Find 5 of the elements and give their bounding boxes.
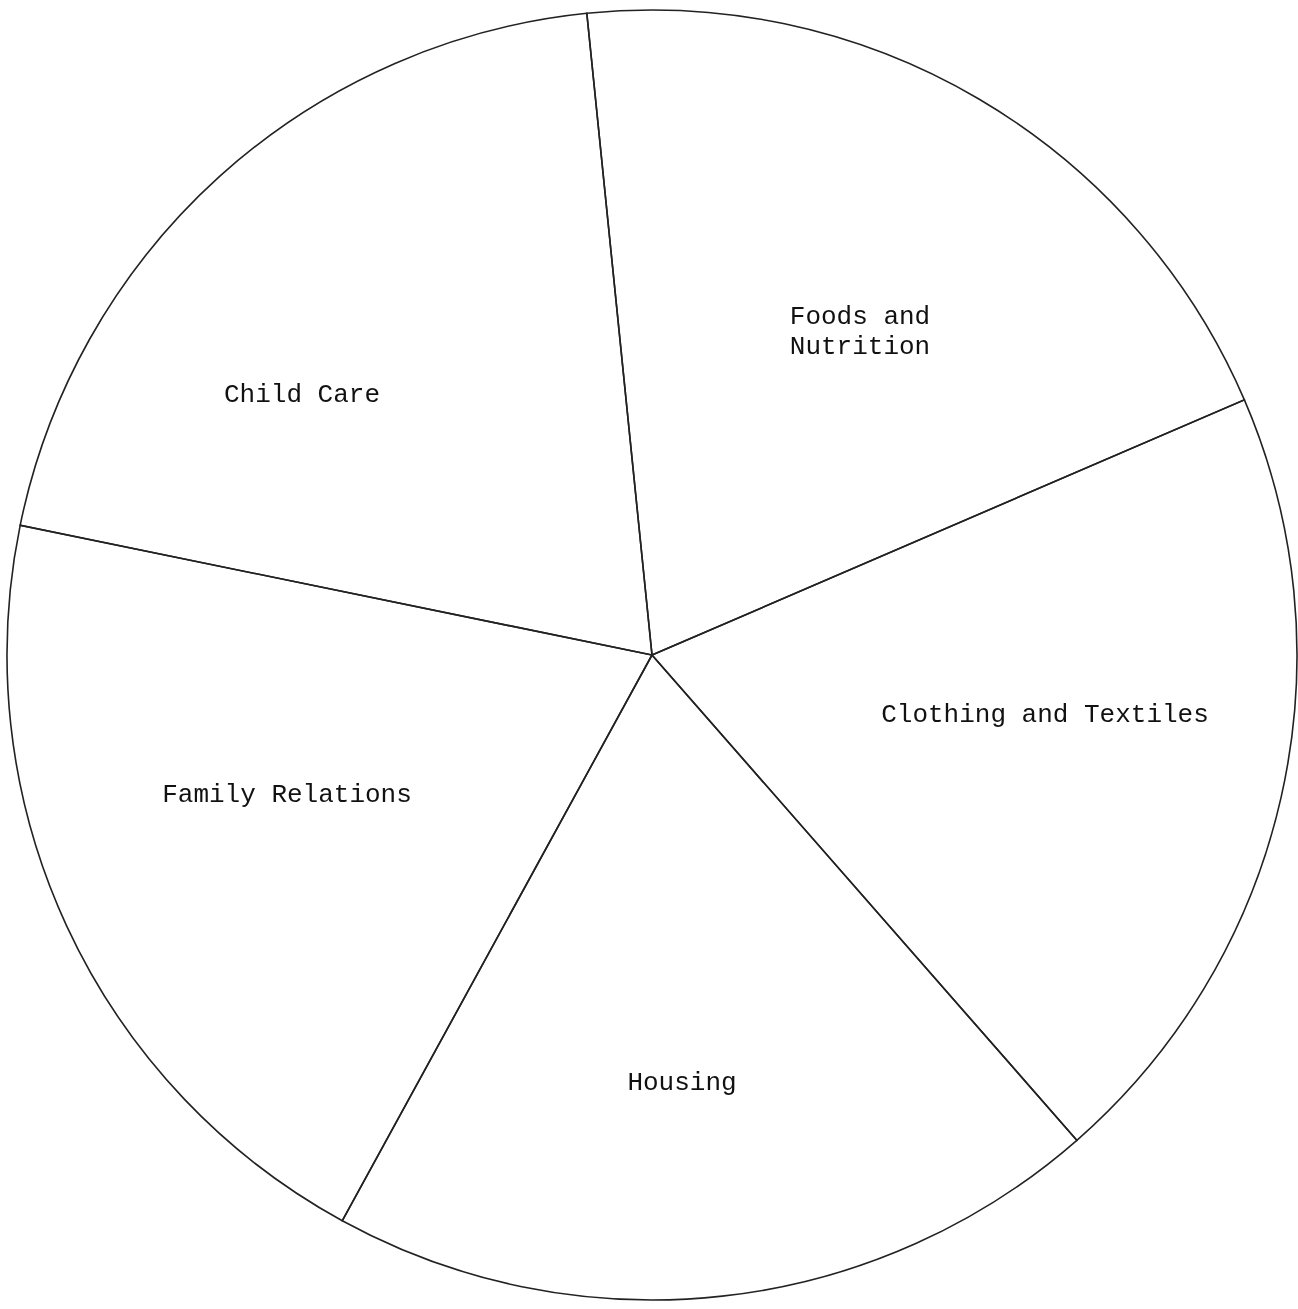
slice-label: Family Relations [162, 780, 412, 810]
slice-label: Clothing and Textiles [881, 700, 1209, 730]
slice-label: Foods and Nutrition [788, 302, 932, 362]
slice-label: Housing [627, 1068, 737, 1098]
slice-label: Child Care [224, 380, 380, 410]
